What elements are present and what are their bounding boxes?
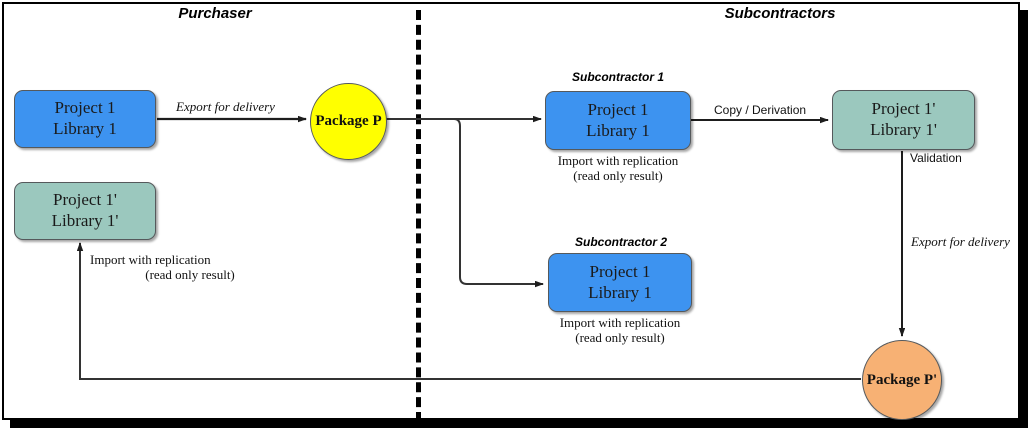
node-line-2: Library 1 [588, 282, 652, 302]
zone-title-subcontractors: Subcontractors [724, 5, 836, 22]
caption-purchaser-result: Import with replication (read only resul… [90, 252, 330, 283]
zone-title-purchaser: Purchaser [178, 5, 252, 22]
edge-label-export-for-delivery-2: Export for delivery [911, 234, 1010, 249]
swimlane-divider-dashed [416, 10, 421, 422]
node-line-1: Project 1 [54, 98, 116, 118]
package-p-prime-label: Package P' [866, 371, 938, 388]
node-title-subcontractor-2: Subcontractor 2 [574, 235, 667, 249]
edge-label-validation: Validation [910, 151, 962, 165]
node-line-2: Library 1' [870, 120, 937, 139]
node-line-2: Library 1' [51, 211, 119, 230]
node-subcontractor-1-project[interactable]: Project 1 Library 1 [545, 91, 691, 150]
node-purchaser-result[interactable]: Project 1' Library 1' [14, 182, 156, 240]
caption-line-2: (read only result) [575, 330, 665, 346]
edge-label-export-for-delivery-1: Export for delivery [176, 99, 275, 114]
caption-line-1: Import with replication [557, 153, 679, 168]
node-title-subcontractor-1: Subcontractor 1 [571, 70, 664, 84]
node-line-1: Project 1' [871, 99, 936, 119]
caption-subcontractor-2: Import with replication (read only resul… [548, 315, 692, 346]
node-line-2: Library 1 [53, 119, 117, 138]
package-p-prime-node[interactable]: Package P' [862, 340, 942, 420]
caption-line-1: Import with replication [90, 252, 211, 267]
node-subcontractor-2-project[interactable]: Project 1 Library 1 [548, 253, 692, 312]
caption-line-2: (read only result) [573, 168, 663, 184]
node-line-1: Project 1 [589, 261, 651, 281]
node-line-1: Project 1 [587, 99, 649, 119]
package-p-label: Package P [315, 113, 382, 129]
node-line-1: Project 1' [53, 190, 117, 210]
node-line-2: Library 1 [586, 120, 650, 140]
caption-subcontractor-1: Import with replication (read only resul… [545, 153, 691, 184]
caption-line-1: Import with replication [559, 315, 681, 330]
node-subcontractor-1-derived[interactable]: Project 1' Library 1' [832, 90, 975, 150]
package-p-node[interactable]: Package P [310, 83, 387, 160]
edge-label-copy-derivation: Copy / Derivation [714, 103, 807, 117]
node-purchaser-source[interactable]: Project 1 Library 1 [14, 90, 156, 148]
caption-line-2: (read only result) [145, 267, 235, 283]
